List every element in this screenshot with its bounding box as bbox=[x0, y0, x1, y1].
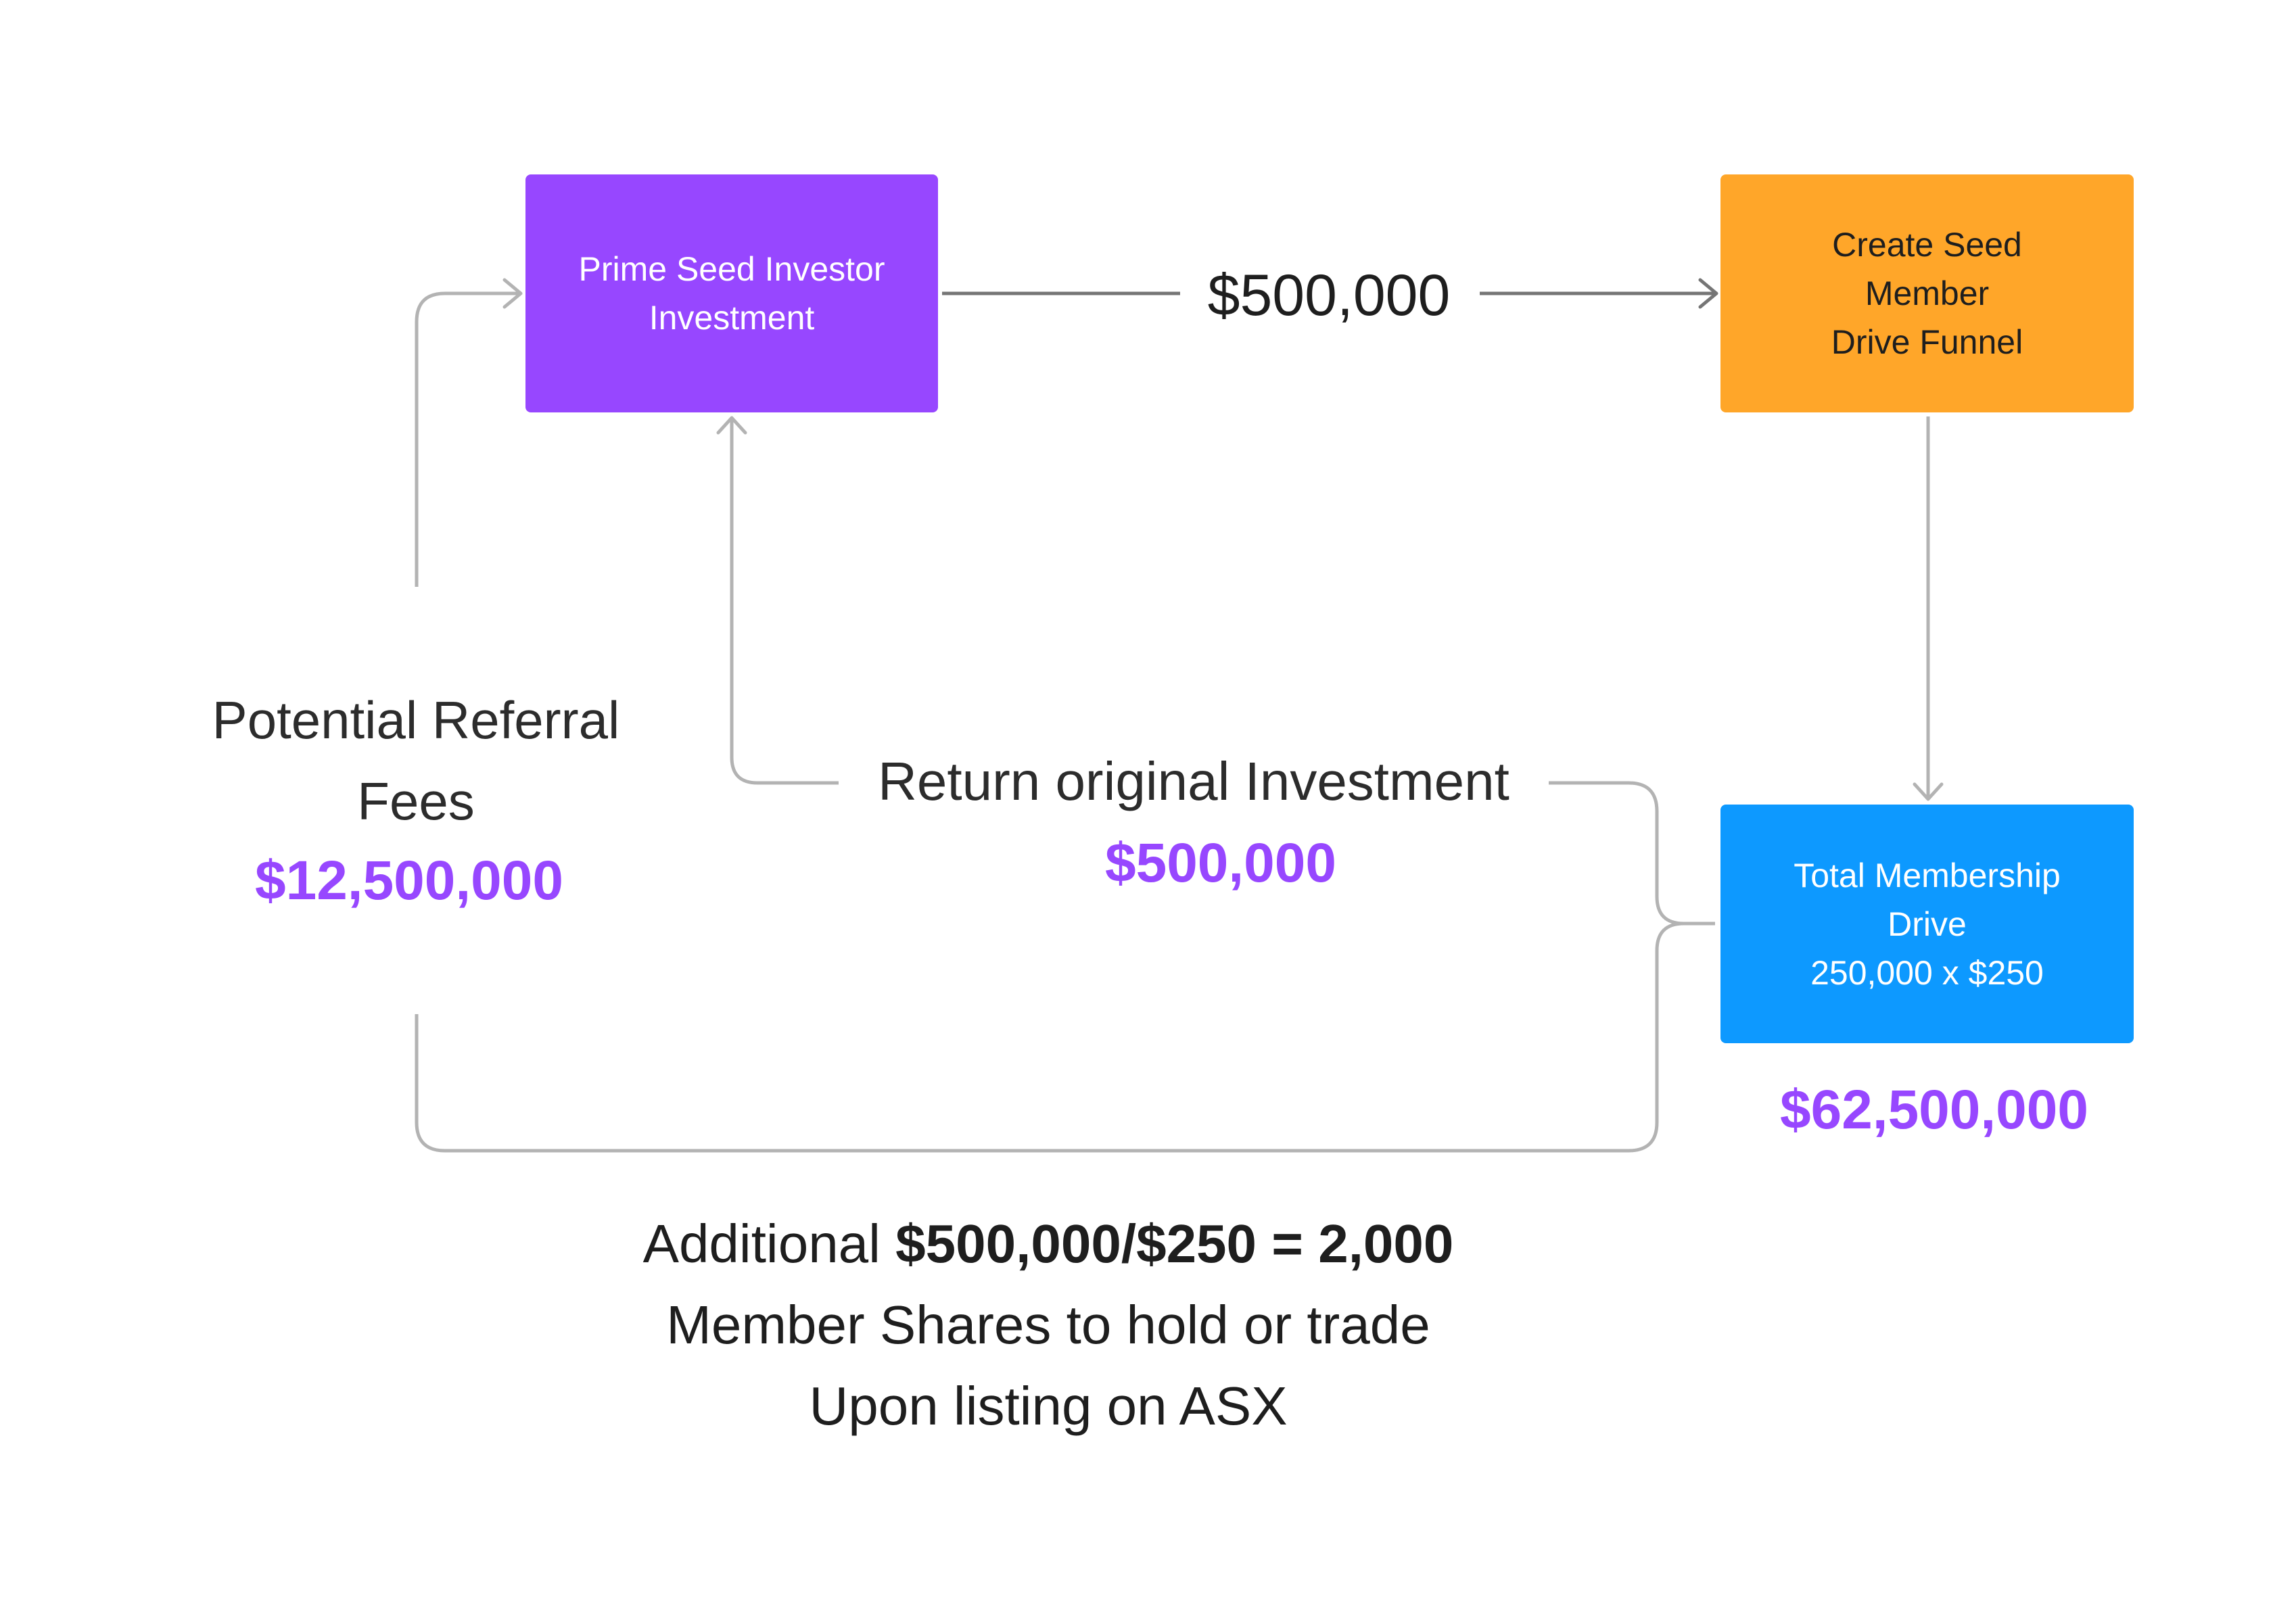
total-membership-amount: $62,500,000 bbox=[1779, 1079, 2088, 1141]
referral-connector-bottom bbox=[415, 922, 1715, 1153]
return-connector-left bbox=[730, 418, 839, 785]
total-node-line3: 250,000 x $250 bbox=[1810, 953, 2044, 992]
return-arrowhead bbox=[716, 416, 747, 435]
down-arrowhead bbox=[1913, 782, 1944, 801]
create-node-line3: Drive Funnel bbox=[1831, 323, 2023, 361]
return-connector-right bbox=[1549, 781, 1715, 926]
create-node-line1: Create Seed bbox=[1832, 226, 2022, 264]
return-investment-label: Return original Investment bbox=[878, 751, 1509, 811]
referral-arrowhead bbox=[502, 278, 523, 309]
top-arrowhead bbox=[1698, 278, 1718, 309]
referral-line1: Potential Referral bbox=[212, 690, 620, 750]
investment-amount-label: $500,000 bbox=[1207, 263, 1451, 328]
additional-line1: Additional $500,000/$250 = 2,000 bbox=[473, 1203, 1623, 1285]
prime-seed-investor-node: Prime Seed Investor Investment bbox=[525, 174, 938, 412]
additional-shares-note: Additional $500,000/$250 = 2,000 Member … bbox=[473, 1203, 1623, 1447]
additional-bold: $500,000/$250 = 2,000 bbox=[895, 1214, 1454, 1274]
additional-line2: Member Shares to hold or trade bbox=[666, 1295, 1430, 1355]
create-node-line2: Member bbox=[1865, 274, 1990, 312]
total-node-line1: Total Membership bbox=[1794, 856, 2061, 894]
additional-line3: Upon listing on ASX bbox=[809, 1376, 1288, 1436]
referral-fees-label: Potential Referral Fees bbox=[162, 679, 670, 842]
additional-prefix: Additional bbox=[642, 1214, 896, 1274]
return-investment-amount: $500,000 bbox=[1104, 832, 1336, 894]
referral-fees-amount: $12,500,000 bbox=[254, 850, 563, 911]
total-membership-node: Total Membership Drive 250,000 x $250 bbox=[1720, 805, 2134, 1043]
referral-line2: Fees bbox=[357, 771, 475, 831]
prime-node-line1: Prime Seed Investor bbox=[578, 250, 885, 288]
prime-node-line2: Investment bbox=[649, 299, 815, 337]
total-node-line2: Drive bbox=[1888, 905, 1967, 943]
referral-connector-top bbox=[415, 291, 519, 587]
create-seed-member-node: Create Seed Member Drive Funnel bbox=[1720, 174, 2134, 412]
